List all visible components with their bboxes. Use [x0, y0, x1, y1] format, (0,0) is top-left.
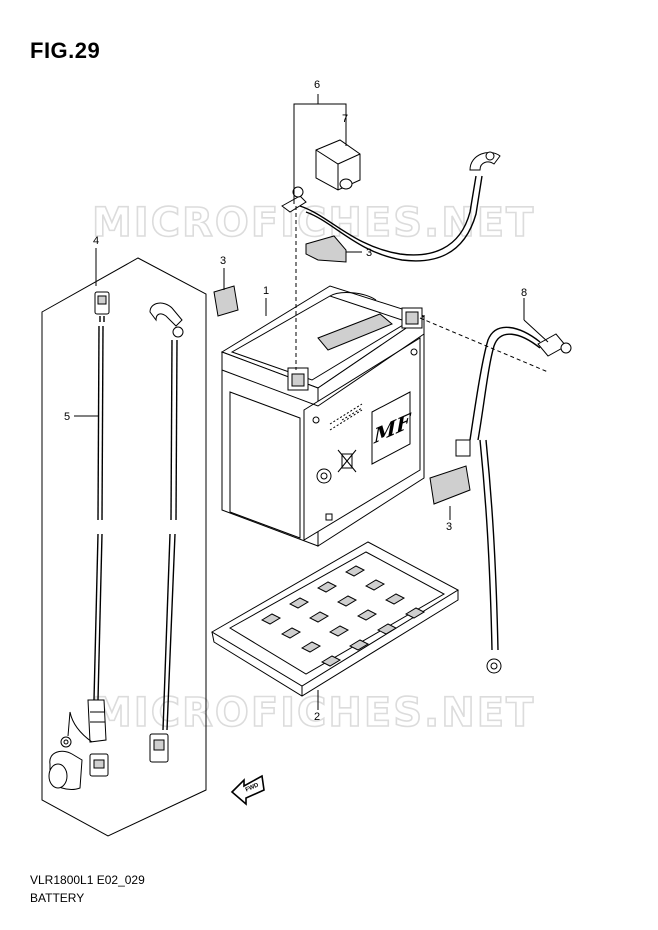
callout-6: 6	[314, 79, 320, 91]
cushion-pad-part-3	[213, 235, 471, 505]
forward-arrow-icon: FWD	[230, 774, 265, 806]
figure-title: FIG.29	[30, 38, 101, 63]
callout-2: 2	[314, 711, 320, 723]
watermark-bottom: MICROFICHES.NET	[92, 690, 535, 736]
wiring-harness-part-4	[149, 302, 184, 763]
callout-4: 4	[93, 235, 99, 247]
harness-kit-panel	[41, 248, 207, 837]
callout-7: 7	[342, 113, 348, 125]
recycle-icon	[316, 468, 332, 484]
callout-3b: 3	[366, 247, 372, 259]
watermark-top: MICROFICHES.NET	[92, 200, 535, 246]
battery-part-1: MF	[220, 285, 426, 547]
diagram-code: VLR1800L1 E02_029	[30, 873, 145, 887]
no-trash-icon	[337, 449, 357, 473]
positive-cable-part-6	[281, 151, 501, 262]
forward-label: FWD	[245, 782, 261, 793]
wiring-harness-part-5	[48, 291, 110, 790]
callout-3a: 3	[220, 255, 226, 267]
diagram-name: BATTERY	[30, 891, 85, 905]
negative-cable-part-8	[419, 317, 572, 674]
callout-5: 5	[64, 411, 70, 423]
callout-3c: 3	[446, 521, 452, 533]
leader-lines	[74, 94, 549, 710]
callout-1: 1	[263, 285, 269, 297]
battery-tray-part-2	[211, 541, 460, 697]
callout-8: 8	[521, 287, 527, 299]
terminal-cap-part-7	[315, 139, 361, 191]
